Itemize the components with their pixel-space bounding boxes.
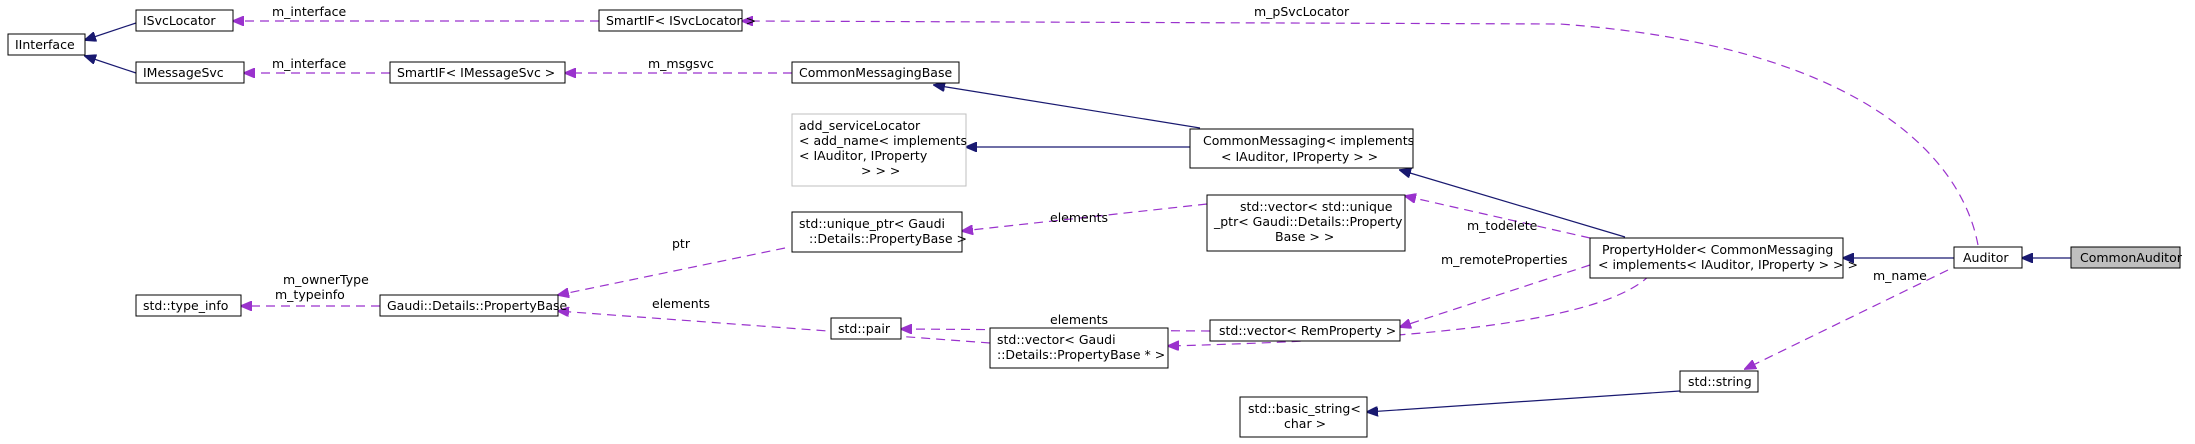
edge-propertyholder-to-vectorunique <box>1405 196 1591 239</box>
node-smartif-imessagesvc-label: SmartIF< IMessageSvc > <box>397 65 555 80</box>
edge-propertyholder-to-commonmessaging <box>1400 170 1626 238</box>
label-m-name: m_name <box>1873 268 1927 283</box>
node-add-servicelocator-line-1: add_serviceLocator <box>799 118 921 133</box>
label-ptr: ptr <box>672 236 691 251</box>
node-add-servicelocator[interactable]: add_serviceLocator < add_name< implement… <box>791 113 967 187</box>
edge-propertyholder-to-vectorrem <box>1400 264 1591 327</box>
label-m-todelete: m_todelete <box>1467 218 1538 233</box>
edge-vectorpropertybase-to-propertybase <box>558 311 991 344</box>
node-vector-remproperty-label: std::vector< RemProperty > <box>1219 323 1396 338</box>
node-propertybase[interactable]: Gaudi::Details::PropertyBase <box>379 294 567 317</box>
node-smartif-isvclocator[interactable]: SmartIF< ISvcLocator > <box>598 9 756 32</box>
edge-commonmessaging-to-base <box>934 85 1201 129</box>
node-unique-ptr-line-1: std::unique_ptr< Gaudi <box>799 216 945 231</box>
node-vector-propertybase[interactable]: std::vector< Gaudi ::Details::PropertyBa… <box>989 327 1169 369</box>
node-basic-string-line-2: char > <box>1284 416 1326 431</box>
label-m-ownertype: m_ownerType <box>283 272 369 287</box>
node-propertybase-label: Gaudi::Details::PropertyBase <box>387 298 567 313</box>
edge-auditor-to-string <box>1745 269 1949 369</box>
node-string-label: std::string <box>1688 374 1752 389</box>
node-commonmessaging-line-2: < IAuditor, IProperty > > <box>1221 149 1378 164</box>
node-imessagesvc-label: IMessageSvc <box>143 65 224 80</box>
node-imessagesvc[interactable]: IMessageSvc <box>135 61 245 84</box>
node-commonmessagingbase[interactable]: CommonMessagingBase <box>791 61 960 84</box>
label-m-interface-1: m_interface <box>272 4 346 19</box>
node-commonauditor[interactable]: CommonAuditor <box>2070 246 2183 269</box>
node-vector-unique-line-2: _ptr< Gaudi::Details::Property <box>1213 214 1403 229</box>
node-vector-unique-line-3: Base > > <box>1275 229 1334 244</box>
node-vector-unique-line-1: std::vector< std::unique <box>1240 199 1393 214</box>
node-unique-ptr[interactable]: std::unique_ptr< Gaudi ::Details::Proper… <box>791 211 967 253</box>
edge-isvclocator-to-iinterface <box>85 22 137 40</box>
node-type-info[interactable]: std::type_info <box>135 294 242 317</box>
node-vector-remproperty[interactable]: std::vector< RemProperty > <box>1209 319 1401 342</box>
edge-propertyholder-to-vectorpropertybase <box>1168 274 1651 346</box>
node-type-info-label: std::type_info <box>143 298 228 313</box>
label-m-remoteproperties: m_remoteProperties <box>1441 252 1568 267</box>
inheritance-edges <box>85 22 2071 412</box>
node-basic-string-line-1: std::basic_string< <box>1248 401 1361 416</box>
node-commonmessagingbase-label: CommonMessagingBase <box>799 65 952 80</box>
label-elements-3: elements <box>652 296 710 311</box>
node-isvclocator[interactable]: ISvcLocator <box>135 9 234 32</box>
edge-imessagesvc-to-iinterface <box>85 56 137 74</box>
node-add-servicelocator-line-2: < add_name< implements <box>799 133 967 148</box>
label-m-psvclocator: m_pSvcLocator <box>1254 4 1350 19</box>
label-elements-2: elements <box>1050 312 1108 327</box>
node-vector-unique[interactable]: std::vector< std::unique _ptr< Gaudi::De… <box>1206 194 1406 252</box>
label-m-typeinfo: m_typeinfo <box>275 287 345 302</box>
node-vector-propertybase-line-1: std::vector< Gaudi <box>997 332 1116 347</box>
label-m-msgsvc: m_msgsvc <box>648 56 714 71</box>
edge-uniqueptr-to-propertybase <box>558 247 786 295</box>
node-isvclocator-label: ISvcLocator <box>143 13 216 28</box>
node-commonmessaging[interactable]: CommonMessaging< implements < IAuditor, … <box>1189 128 1414 169</box>
node-iinterface-label: IInterface <box>15 37 75 52</box>
node-add-servicelocator-line-4: > > > <box>861 163 900 178</box>
label-m-interface-2: m_interface <box>272 56 346 71</box>
node-vector-propertybase-line-2: ::Details::PropertyBase * > <box>997 347 1165 362</box>
node-commonauditor-label: CommonAuditor <box>2080 250 2183 265</box>
node-propertyholder-line-1: PropertyHolder< CommonMessaging <box>1602 242 1833 257</box>
node-pair-label: std::pair <box>838 321 891 336</box>
edge-string-to-basicstring <box>1367 390 1681 412</box>
node-propertyholder-line-2: < implements< IAuditor, IProperty > > > <box>1598 257 1858 272</box>
node-pair[interactable]: std::pair <box>830 317 902 340</box>
node-unique-ptr-line-2: ::Details::PropertyBase > <box>809 231 967 246</box>
node-basic-string[interactable]: std::basic_string< char > <box>1239 396 1368 438</box>
node-smartif-imessagesvc[interactable]: SmartIF< IMessageSvc > <box>389 61 566 84</box>
node-iinterface[interactable]: IInterface <box>7 33 86 56</box>
edge-vectorunique-to-uniqueptr <box>962 203 1208 231</box>
node-add-servicelocator-line-3: < IAuditor, IProperty <box>799 148 928 163</box>
node-smartif-isvclocator-label: SmartIF< ISvcLocator > <box>606 13 756 28</box>
node-propertyholder[interactable]: PropertyHolder< CommonMessaging < implem… <box>1589 237 1858 279</box>
node-auditor[interactable]: Auditor <box>1953 246 2023 269</box>
edge-labels: m_interface m_pSvcLocator m_interface m_… <box>272 4 1927 334</box>
label-elements-1: elements <box>1050 210 1108 225</box>
node-auditor-label: Auditor <box>1963 250 2009 265</box>
node-string[interactable]: std::string <box>1679 370 1759 393</box>
node-commonmessaging-line-1: CommonMessaging< implements <box>1203 133 1414 148</box>
